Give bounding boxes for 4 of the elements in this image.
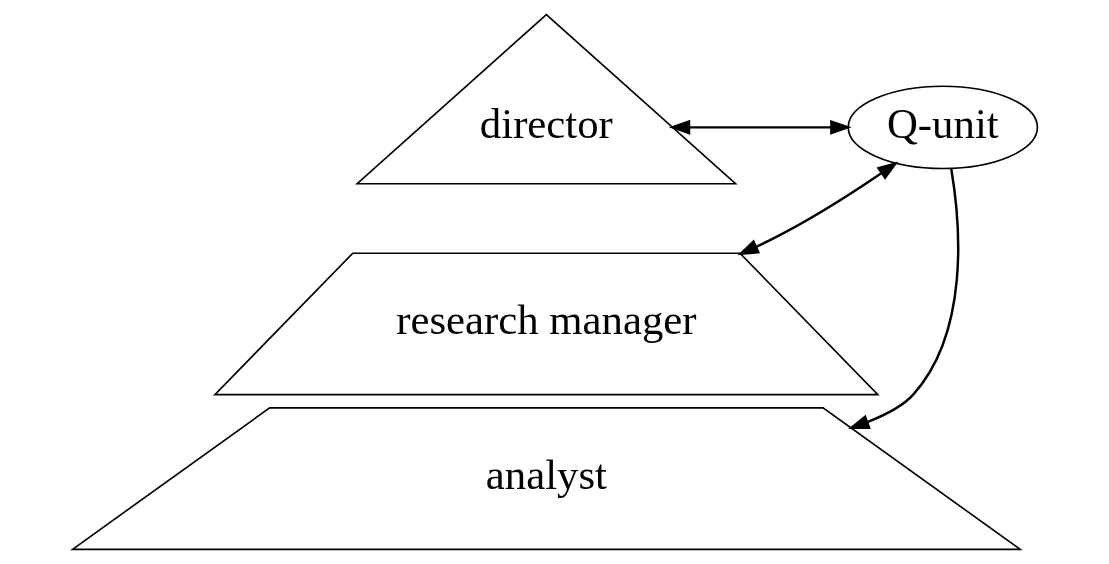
arrow: [668, 119, 852, 135]
arrow: [737, 161, 898, 256]
arrow: [847, 168, 959, 430]
node-ellipse: Q-unit: [846, 85, 1038, 170]
